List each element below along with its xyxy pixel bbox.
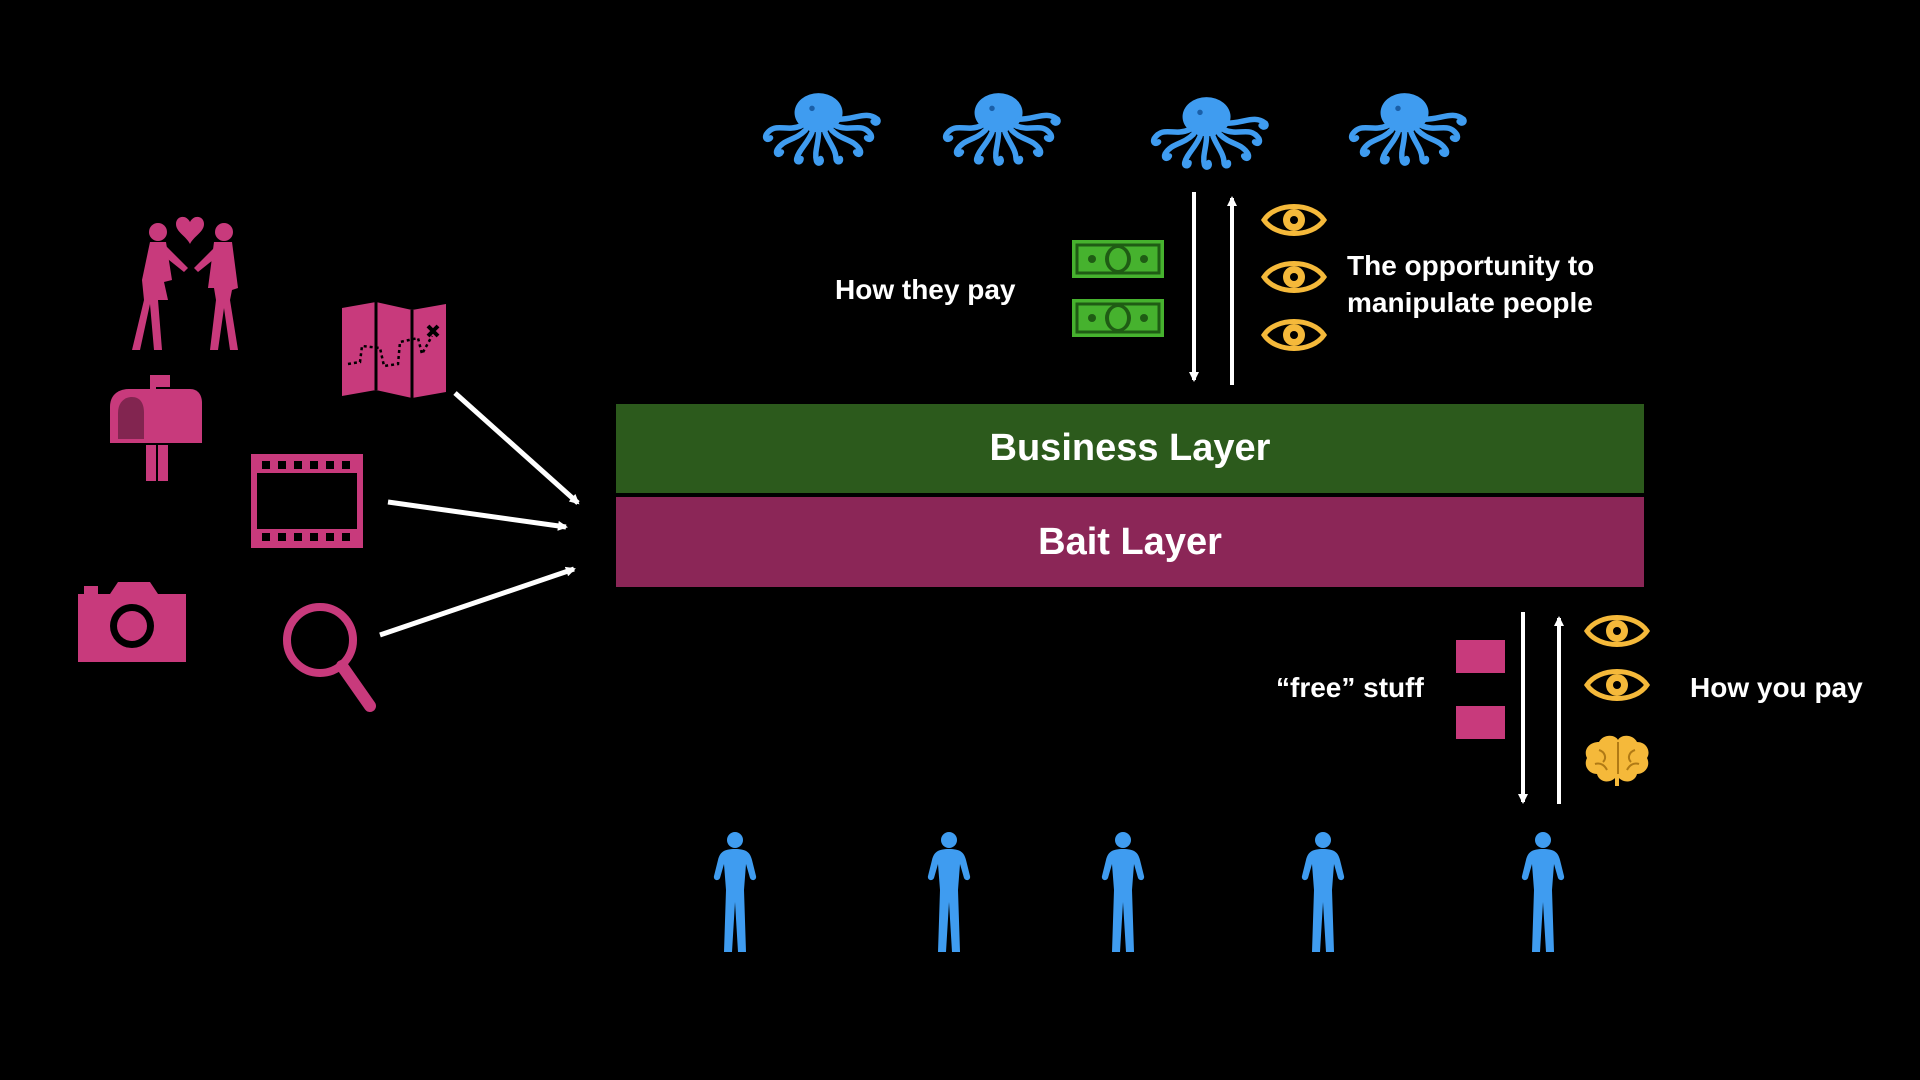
camera-icon — [78, 582, 186, 662]
eye-icon — [1585, 665, 1649, 705]
mailbox-icon — [110, 375, 202, 481]
person-icon — [1301, 832, 1345, 952]
free-stuff-label: “free” stuff — [1276, 672, 1424, 703]
free-item-square — [1456, 706, 1505, 739]
brain-icon — [1585, 735, 1649, 786]
search-icon — [283, 603, 376, 712]
how-they-pay-label: How they pay — [835, 274, 1016, 305]
opportunity-label-line2: manipulate people — [1347, 287, 1593, 318]
person-icon — [1521, 832, 1565, 952]
film-icon — [251, 454, 363, 548]
person-icon — [1101, 832, 1145, 952]
free-stuff-arrows — [1518, 612, 1564, 804]
couple-heart-icon — [132, 216, 238, 350]
eye-icon — [1585, 611, 1649, 651]
opportunity-label-line1: The opportunity to — [1347, 250, 1595, 281]
person-icon — [927, 832, 971, 952]
person-icon — [713, 832, 757, 952]
money-flow-arrows — [1189, 192, 1237, 385]
map-icon — [342, 302, 446, 398]
bait-layer: Bait Layer — [616, 497, 1644, 587]
business-layer: Business Layer — [616, 404, 1644, 493]
free-item-square — [1456, 640, 1505, 673]
how-you-pay-label: How you pay — [1690, 672, 1863, 703]
